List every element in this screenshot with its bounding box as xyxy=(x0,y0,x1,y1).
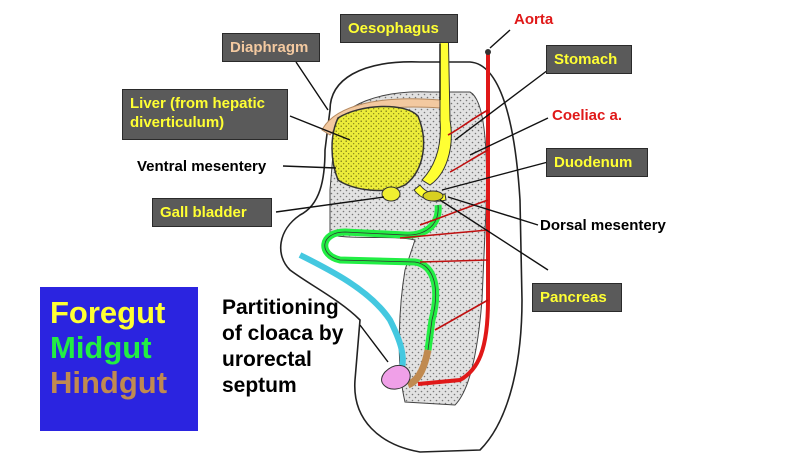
partition-line1: Partitioning xyxy=(222,296,339,319)
partition-caption: Partitioning of cloaca by urorectal sept… xyxy=(222,295,402,399)
label-liver-line2: diverticulum) xyxy=(130,114,225,131)
liver-shape xyxy=(331,105,425,192)
label-liver: Liver (from hepatic diverticulum) xyxy=(122,89,288,140)
label-oesophagus: Oesophagus xyxy=(340,14,458,43)
label-ventral-mesentery: Ventral mesentery xyxy=(137,158,267,175)
gut-legend: Foregut Midgut Hindgut xyxy=(40,287,198,431)
gall-bladder-shape xyxy=(381,186,401,202)
label-aorta: Aorta xyxy=(514,11,554,28)
label-pancreas: Pancreas xyxy=(532,283,622,312)
pancreas-shape xyxy=(422,190,444,202)
label-diaphragm: Diaphragm xyxy=(222,33,320,62)
label-coeliac: Coeliac a. xyxy=(552,107,623,124)
allantois-shape xyxy=(298,252,406,369)
label-duodenum: Duodenum xyxy=(546,148,648,177)
partition-line3: urorectal xyxy=(222,348,312,371)
aorta-vessel xyxy=(417,52,490,386)
vessel-branches xyxy=(399,109,489,331)
aorta-top xyxy=(485,49,491,55)
label-dorsal-mesentery: Dorsal mesentery xyxy=(540,217,666,234)
hindgut-shape xyxy=(406,349,432,389)
label-stomach: Stomach xyxy=(546,45,632,74)
label-gall-bladder: Gall bladder xyxy=(152,198,272,227)
cloaca-shape xyxy=(381,365,411,390)
label-liver-line1: Liver (from hepatic xyxy=(130,95,266,112)
legend-hindgut: Hindgut xyxy=(50,365,168,400)
legend-foregut: Foregut xyxy=(50,295,166,330)
partition-line2: of cloaca by xyxy=(222,322,344,345)
body-outline xyxy=(279,61,523,453)
partition-line4: septum xyxy=(222,374,297,397)
legend-midgut: Midgut xyxy=(50,330,152,365)
leader-lines xyxy=(275,29,549,363)
